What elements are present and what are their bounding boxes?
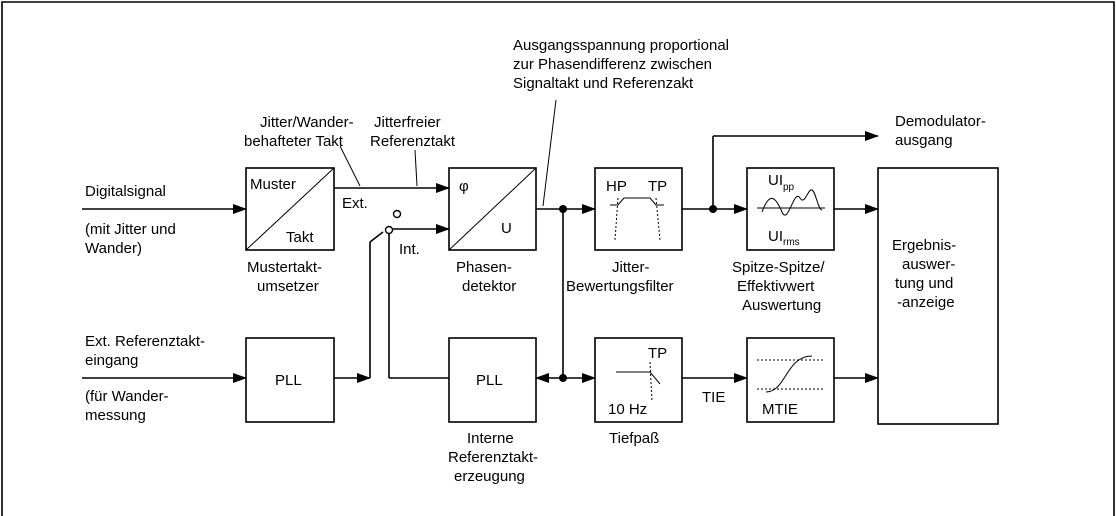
block-filter-hp: HP	[606, 178, 627, 195]
mtie-label: MTIE	[762, 401, 798, 418]
lowpass-caption: Tiefpaß	[609, 430, 659, 447]
block-pattern-top: Muster	[250, 176, 296, 193]
input-note-line-2: Wander)	[85, 240, 142, 257]
pattern-caption-line-2: umsetzer	[257, 278, 319, 295]
pll-external-block: PLL	[245, 337, 335, 423]
jitter-weighting-filter-block: HP TP	[594, 167, 683, 251]
peak-rms-evaluation-block: UIpp UIrms	[746, 167, 835, 251]
demod-line-2: ausgang	[895, 132, 953, 149]
jitter-free-line-2: Referenztakt	[370, 133, 456, 150]
ext-ref-line-2: eingang	[85, 352, 138, 369]
peak-caption-line-2: Effektivwert	[737, 278, 815, 295]
peak-bottom-sub: rms	[783, 237, 800, 248]
peak-top-sub: pp	[783, 182, 795, 193]
tie-label: TIE	[702, 389, 725, 406]
filter-caption-line-1: Jitter-	[612, 259, 650, 276]
int-ref-caption-line-3: erzeugung	[454, 468, 525, 485]
pattern-caption-line-1: Mustertakt-	[247, 259, 322, 276]
jitter-clock-line-1: Jitter/Wander-	[260, 114, 354, 131]
input-note-line-1: (mit Jitter und	[85, 221, 176, 238]
result-line-2: auswer-	[902, 256, 955, 273]
peak-caption-line-3: Auswertung	[742, 297, 821, 314]
output-voltage-line-1: Ausgangsspannung proportional	[513, 37, 729, 54]
block-pattern-bottom: Takt	[286, 229, 314, 246]
result-line-4: -anzeige	[897, 294, 955, 311]
signal-lines	[82, 99, 879, 383]
block-filter-tp: TP	[648, 178, 667, 195]
peak-bottom-main: UI	[768, 228, 783, 245]
result-line-1: Ergebnis-	[892, 237, 956, 254]
wander-note-line-1: (für Wander-	[85, 388, 169, 405]
int-ref-caption-line-2: Referenztakt-	[448, 449, 538, 466]
output-voltage-line-2: zur Phasendifferenz zwischen	[513, 56, 712, 73]
peak-caption-line-1: Spitze-Spitze/	[732, 259, 825, 276]
pll-int-label: PLL	[476, 372, 503, 389]
int-ref-caption-line-1: Interne	[467, 430, 514, 447]
result-line-3: tung und	[895, 275, 953, 292]
output-voltage-line-3: Signaltakt und Referenzakt	[513, 75, 694, 92]
svg-text:UIrms: UIrms	[768, 228, 800, 248]
phase-detector-block: φ U	[448, 167, 537, 251]
block-phase-u: U	[501, 220, 512, 237]
jitter-clock-line-2: behafteter Takt	[244, 133, 344, 150]
switch-ext-label: Ext.	[342, 195, 368, 212]
peak-top-main: UI	[768, 172, 783, 189]
demod-line-1: Demodulator-	[895, 113, 986, 130]
switch-int-label: Int.	[399, 241, 420, 258]
phase-caption-line-2: detektor	[462, 278, 516, 295]
pll-ext-label: PLL	[275, 372, 302, 389]
ext-ref-line-1: Ext. Referenztakt-	[85, 333, 205, 350]
phase-caption-line-1: Phasen-	[456, 259, 512, 276]
input-signal-label: Digitalsignal	[85, 183, 166, 200]
mtie-block: MTIE	[746, 337, 835, 423]
pll-internal-block: PLL	[448, 337, 537, 423]
pattern-clock-converter-block: Muster Takt	[245, 167, 335, 251]
wander-note-line-2: messung	[85, 407, 146, 424]
block-phase-phi: φ	[459, 178, 469, 195]
jitter-free-line-1: Jitterfreier	[374, 114, 441, 131]
labels: Digitalsignal (mit Jitter und Wander) Ji…	[85, 37, 986, 485]
lowpass-tp: TP	[648, 345, 667, 362]
svg-text:UIpp: UIpp	[768, 172, 795, 193]
lowpass-freq: 10 Hz	[608, 401, 647, 418]
result-evaluation-block: Ergebnis- auswer- tung und -anzeige	[877, 167, 999, 425]
lowpass-filter-block: TP 10 Hz	[594, 337, 683, 423]
filter-caption-line-2: Bewertungsfilter	[566, 278, 674, 295]
